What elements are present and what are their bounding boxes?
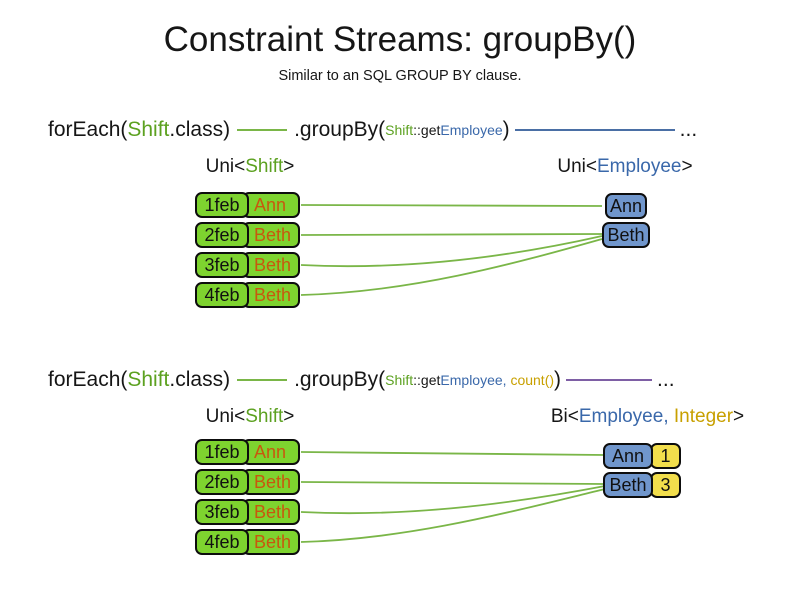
shift-class-token: Shift <box>127 368 170 391</box>
label-suffix: > <box>733 406 745 427</box>
arg-method-token: ::get <box>413 122 441 138</box>
shift-employee-cell: Beth <box>242 469 300 495</box>
shift-employee-cell: Beth <box>242 282 300 308</box>
shift-row: 3feb Beth <box>195 252 300 278</box>
arg-employee-token: Employee <box>440 372 503 388</box>
employee-count-stack: Ann 1 Beth 3 <box>603 443 681 498</box>
shift-date-cell: 4feb <box>195 529 249 555</box>
bi-employee-integer-label: Bi<Employee, Integer> <box>530 406 765 428</box>
label-prefix: Uni< <box>205 156 246 177</box>
label-type-shift: Shift <box>245 406 284 427</box>
label-prefix: Uni< <box>205 406 246 427</box>
uni-shift-label: Uni<Shift> <box>170 156 330 178</box>
label-suffix: > <box>283 406 295 427</box>
shift-employee-cell: Beth <box>242 499 300 525</box>
foreach-call: forEach( <box>48 368 128 391</box>
label-suffix: > <box>681 156 693 177</box>
stream-connector-green <box>237 379 288 381</box>
shift-date-cell: 4feb <box>195 282 249 308</box>
count-box: 1 <box>650 443 681 469</box>
code-line-groupby: forEach(Shift.class) .groupBy(Shift::get… <box>48 117 697 143</box>
employee-count-pair: Ann 1 <box>603 443 681 469</box>
shift-row: 2feb Beth <box>195 469 300 495</box>
class-suffix: .class) <box>169 118 231 141</box>
shift-row: 1feb Ann <box>195 439 300 465</box>
close-paren: ) <box>554 368 562 391</box>
groupby-call: .groupBy( <box>294 118 386 141</box>
slide-subtitle: Similar to an SQL GROUP BY clause. <box>278 68 522 84</box>
arg-method-token: ::get <box>413 372 441 388</box>
employee-box: Ann <box>604 193 648 219</box>
shift-date-cell: 2feb <box>195 469 249 495</box>
shift-row: 2feb Beth <box>195 222 300 248</box>
class-suffix: .class) <box>169 368 231 391</box>
stream-connector-green <box>237 129 288 131</box>
shift-date-cell: 3feb <box>195 499 249 525</box>
uni-employee-label: Uni<Employee> <box>545 156 705 178</box>
shift-table-2: 1feb Ann 2feb Beth 3feb Beth 4feb Beth <box>195 439 300 555</box>
shift-row: 4feb Beth <box>195 282 300 308</box>
label-prefix: Bi< <box>550 406 579 427</box>
shift-employee-cell: Ann <box>242 439 300 465</box>
employee-box: Beth <box>602 222 650 248</box>
shift-date-cell: 2feb <box>195 222 249 248</box>
label-type-shift: Shift <box>245 156 284 177</box>
close-paren: ) <box>502 118 510 141</box>
shift-employee-cell: Beth <box>242 222 300 248</box>
shift-employee-cell: Ann <box>242 192 300 218</box>
arg-employee-token: Employee <box>440 122 503 138</box>
label-type-integer: Integer <box>673 406 734 427</box>
shift-row: 1feb Ann <box>195 192 300 218</box>
arg-count-token: count() <box>510 372 555 388</box>
slide-title: Constraint Streams: groupBy() <box>163 20 637 59</box>
employee-box: Beth <box>603 472 653 498</box>
foreach-call: forEach( <box>48 118 128 141</box>
shift-table-1: 1feb Ann 2feb Beth 3feb Beth 4feb Beth <box>195 192 300 308</box>
code-line-groupby-count: forEach(Shift.class) .groupBy(Shift::get… <box>48 367 675 393</box>
employee-group-stack: Ann Beth <box>600 193 652 248</box>
comma-token: , <box>502 372 511 388</box>
ellipsis: ... <box>657 368 675 391</box>
count-box: 3 <box>650 472 681 498</box>
result-connector-purple <box>566 379 653 381</box>
shift-employee-cell: Beth <box>242 252 300 278</box>
uni-shift-label: Uni<Shift> <box>170 406 330 428</box>
shift-date-cell: 1feb <box>195 439 249 465</box>
shift-date-cell: 3feb <box>195 252 249 278</box>
shift-employee-cell: Beth <box>242 529 300 555</box>
ellipsis: ... <box>679 118 698 141</box>
section1-wires <box>300 204 603 296</box>
label-prefix: Uni< <box>557 156 597 177</box>
label-comma: , <box>663 406 674 427</box>
employee-count-pair: Beth 3 <box>603 472 681 498</box>
employee-box: Ann <box>603 443 653 469</box>
label-type-employee: Employee <box>597 156 682 177</box>
arg-shift-token: Shift <box>385 372 414 388</box>
shift-date-cell: 1feb <box>195 192 249 218</box>
label-type-employee: Employee <box>578 406 664 427</box>
result-connector-blue <box>514 129 675 131</box>
shift-row: 4feb Beth <box>195 529 300 555</box>
arg-shift-token: Shift <box>385 122 414 138</box>
label-suffix: > <box>283 156 295 177</box>
groupby-call: .groupBy( <box>294 368 386 391</box>
shift-class-token: Shift <box>127 118 170 141</box>
section2-wires <box>300 451 606 543</box>
shift-row: 3feb Beth <box>195 499 300 525</box>
